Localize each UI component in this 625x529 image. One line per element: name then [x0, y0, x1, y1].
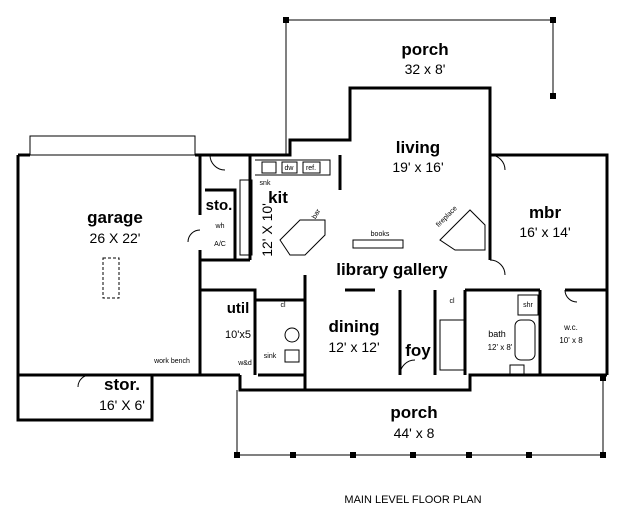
living-name: living	[396, 138, 440, 157]
kit-name: kit	[268, 188, 288, 207]
garage-name: garage	[87, 208, 143, 227]
bath-name: bath	[488, 329, 506, 339]
interior-walls	[200, 155, 607, 375]
fireplace	[439, 209, 486, 251]
kit-dims: 12' X 10'	[259, 203, 275, 257]
bath-dims: 12' x 8'	[488, 343, 513, 352]
wic-name: w.c.	[563, 323, 578, 332]
sto-upper-name: sto.	[206, 197, 233, 214]
living-dims: 19' x 16'	[392, 159, 443, 175]
sink-util	[284, 327, 300, 343]
stor-lower-dims: 16' X 6'	[99, 397, 145, 413]
closet-label-foy: cl	[449, 298, 455, 305]
dining-name: dining	[329, 317, 380, 336]
mbr-dims: 16' x 14'	[519, 224, 570, 240]
car-outline	[102, 257, 120, 299]
garage-dims: 26 X 22'	[90, 230, 141, 246]
porch-rear-dims: 32 x 8'	[405, 61, 446, 77]
porch-rear-name: porch	[401, 40, 448, 59]
dishwasher-label: dw	[285, 165, 295, 172]
bookshelf	[352, 239, 404, 249]
util-dims: 10'x5	[225, 329, 251, 341]
kitchen-counter	[239, 159, 331, 256]
ac-label: A/C	[214, 241, 226, 248]
sink-label: snk	[260, 180, 271, 187]
foy-name: foy	[405, 341, 431, 360]
shower-label: shr	[523, 302, 533, 309]
water-heater-label: wh	[215, 223, 225, 230]
stor-lower-name: stor.	[104, 375, 140, 394]
bathtub	[514, 319, 536, 361]
work-bench-label: work bench	[153, 358, 190, 365]
lower-storage-walls	[16, 375, 154, 422]
refrigerator-label: ref.	[306, 165, 316, 172]
wic-dims: 10' x 8	[559, 336, 583, 345]
closet-label-util: cl	[280, 302, 286, 309]
toilet-master	[509, 364, 525, 376]
doors	[77, 154, 578, 388]
bar-label: bar	[311, 208, 322, 221]
library-gallery-name: library gallery	[336, 260, 448, 279]
toilet-util	[284, 349, 300, 363]
books-label: books	[371, 231, 390, 238]
mbr-name: mbr	[529, 203, 562, 222]
dining-dims: 12' x 12'	[328, 339, 379, 355]
shower	[517, 294, 539, 316]
front-porch-outline	[234, 375, 606, 458]
rear-porch-outline	[283, 17, 556, 155]
washer-dryer-label: w&d	[237, 360, 252, 367]
porch-front-dims: 44' x 8	[394, 425, 435, 441]
plan-caption: MAIN LEVEL FLOOR PLAN	[344, 494, 481, 506]
porch-front-name: porch	[390, 403, 437, 422]
util-name: util	[227, 300, 250, 317]
sink-util-label: sink	[264, 353, 277, 360]
